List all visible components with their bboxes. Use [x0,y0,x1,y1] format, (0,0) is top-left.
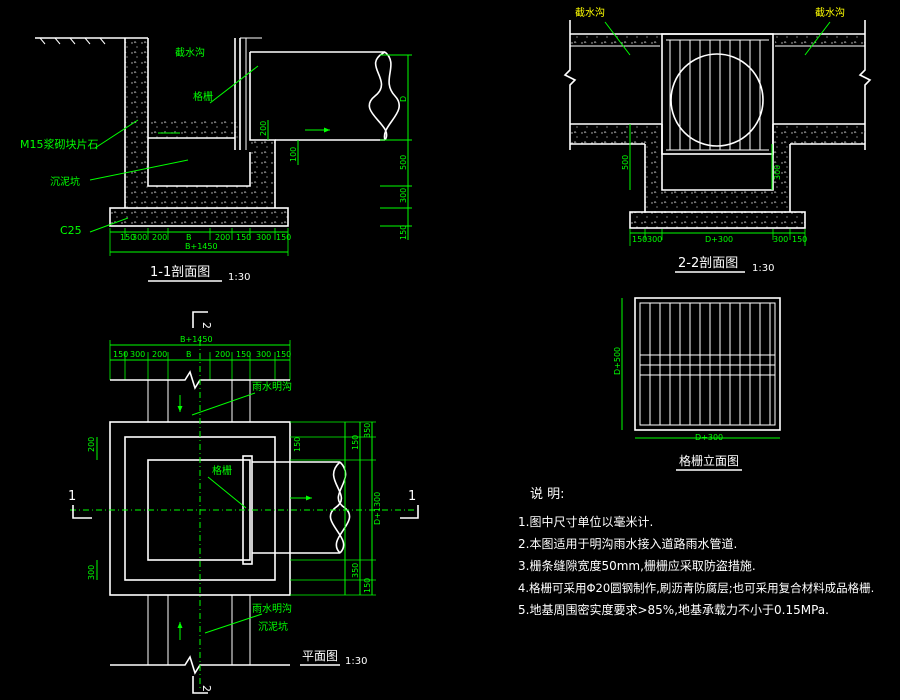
note-2: 2.本图适用于明沟雨水接入道路雨水管道. [518,536,737,551]
grate-frame-22 [661,33,774,155]
plan-dim-t-1: 300 [130,350,145,359]
label-ditch: 截水沟 [175,46,205,59]
dim-b-5: 150 [236,233,251,242]
dim-inner-0: 200 [259,121,268,136]
section-2-2: 500 300 150 300 D+300 300 150 截水沟 截水沟 2-… [563,6,872,274]
note-5: 5.地基周围密实度要求>85%,地基承载力不小于0.15MPa. [518,602,829,617]
plan-dim-r-1: 350 [363,423,372,438]
label-masonry: M15浆砌块片石 [20,137,99,151]
masonry-wall-left [125,38,148,208]
grate-elev-dim-bottom: D+300 [695,433,723,442]
base-22 [629,211,806,229]
scale-plan: 1:30 [345,656,367,667]
dim-r-1: 500 [399,155,408,170]
dim-22-inner-0: 500 [621,155,630,170]
plan-dim-l-0: 200 [87,437,96,452]
dim-inner-1: 100 [289,147,298,162]
section-1-1: 150 300 200 B 200 150 300 150 B+1450 D 5… [20,37,412,283]
plan-dim-r-2: D+1300 [373,492,382,525]
dim-22-b-4: 150 [792,235,807,244]
dim-b-1: 300 [132,233,147,242]
scale-section-1-1: 1:30 [228,272,250,283]
section-mark-right: 1 [408,489,416,504]
dim-b-0: 150 [120,233,135,242]
pipe-circle-22 [670,53,764,147]
dim-22-b-1: 300 [647,235,662,244]
pit-inner-22 [661,124,774,191]
plan-dim-t-2: 200 [152,350,167,359]
plan-dim-t-5: 150 [236,350,251,359]
plan-label-rain-ditch-top: 雨水明沟 [252,380,292,393]
section-mark-left: 1 [68,489,76,504]
grate-elev-dim-side: D+500 [613,347,622,375]
dim-b-6: 300 [256,233,271,242]
title-plan: 平面图 [302,649,338,663]
plan-dim-l-1: 300 [87,565,96,580]
note-1: 1.图中尺寸单位以毫米计. [518,514,653,529]
plan-view: B+1450 150 300 200 B 200 150 300 150 [68,311,419,694]
note-4: 4.格栅可采用Φ20圆钢制作,刷沥青防腐层;也可采用复合材料成品格栅. [518,581,874,595]
notes-heading: 说 明: [530,487,565,502]
grate-elevation: D+500 D+300 格栅立面图 [613,297,781,471]
sedimentation-pit [147,138,251,187]
plan-dim-r-3: 350 [351,563,360,578]
grate-bars-22 [666,39,769,151]
dim-total: B+1450 [185,242,218,251]
plan-dim-r-4: 150 [363,578,372,593]
plan-dim-t-4: 200 [215,350,230,359]
dim-22-b-3: 300 [773,235,788,244]
grate-elev-bars [640,303,775,425]
plan-dim-r-0: 150 [351,435,360,450]
plan-label-sedimentation: 沉泥坑 [258,620,288,633]
title-section-1-1: 1-1剖面图 [150,265,210,280]
plan-label-rain-ditch-bottom: 雨水明沟 [252,602,292,615]
dim-b-4: 200 [215,233,230,242]
title-section-2-2: 2-2剖面图 [678,256,738,271]
label-ditch-left-22: 截水沟 [575,6,605,19]
plan-dim-inner-r-0: 150 [293,437,302,452]
plan-label-grate: 格栅 [212,464,232,477]
label-sedimentation: 沉泥坑 [50,175,80,188]
scale-section-2-2: 1:30 [752,263,774,274]
dim-22-b-2: D+300 [705,235,733,244]
section-mark-bottom: 2 [200,685,213,692]
section-mark-top: 2 [200,322,213,329]
c25-base [109,207,289,227]
dim-b-7: 150 [276,233,291,242]
dim-22-inner-1: 300 [773,165,782,180]
dim-b-3: B [186,233,192,242]
dim-r-3: 150 [399,225,408,240]
plan-dim-t-6: 300 [256,350,271,359]
dim-r-2: 300 [399,188,408,203]
label-ditch-right-22: 截水沟 [815,6,845,19]
dim-b-2: 200 [152,233,167,242]
dim-r-0: D [399,96,408,102]
plan-dim-t-7: 150 [276,350,291,359]
masonry-wall-right [250,140,275,208]
dim-22-b-0: 150 [632,235,647,244]
label-c25: C25 [60,224,82,237]
plan-dim-t-3: B [186,350,192,359]
grate-elev-frame [634,297,781,431]
label-grate: 格栅 [193,90,213,103]
plan-dim-t-0: 150 [113,350,128,359]
plan-dim-total: B+1450 [180,335,213,344]
note-3: 3.栅条缝隙宽度50mm,栅栅应采取防盗措施. [518,558,756,573]
notes: 说 明: 1.图中尺寸单位以毫米计. 2.本图适用于明沟雨水接入道路雨水管道. … [518,487,874,617]
title-grate-elev: 格栅立面图 [679,453,739,468]
